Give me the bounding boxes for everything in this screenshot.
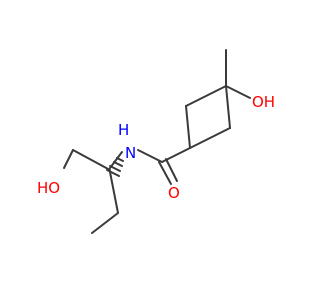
ring-bond-bottom (189, 127, 231, 149)
ethyl-terminal-bond (91, 212, 119, 234)
n-chiral-bond (109, 151, 123, 169)
n-label: N (125, 144, 136, 162)
ho-chain-label: HO (37, 179, 60, 197)
chiral-ch2-bond (72, 149, 111, 171)
ring-bond-top (185, 85, 227, 107)
hashed-wedge (106, 157, 124, 177)
carbonyl-o-label: O (168, 184, 180, 202)
oh-ring-label: OH (252, 93, 275, 111)
carbonyl-double-bond-2 (165, 158, 178, 182)
ring-bond-left (185, 105, 191, 149)
carbonyl-n-bond (137, 149, 163, 163)
ch2-oh-bond (63, 149, 74, 169)
molecule-structure: OH N H HO O (37, 49, 275, 234)
carbonyl-double-bond-1 (158, 161, 172, 185)
h-on-n-label: H (118, 121, 129, 139)
ring-bond-right (225, 85, 231, 129)
chiral-ethyl-bond (109, 171, 119, 214)
ring-oh-bond (225, 85, 251, 99)
